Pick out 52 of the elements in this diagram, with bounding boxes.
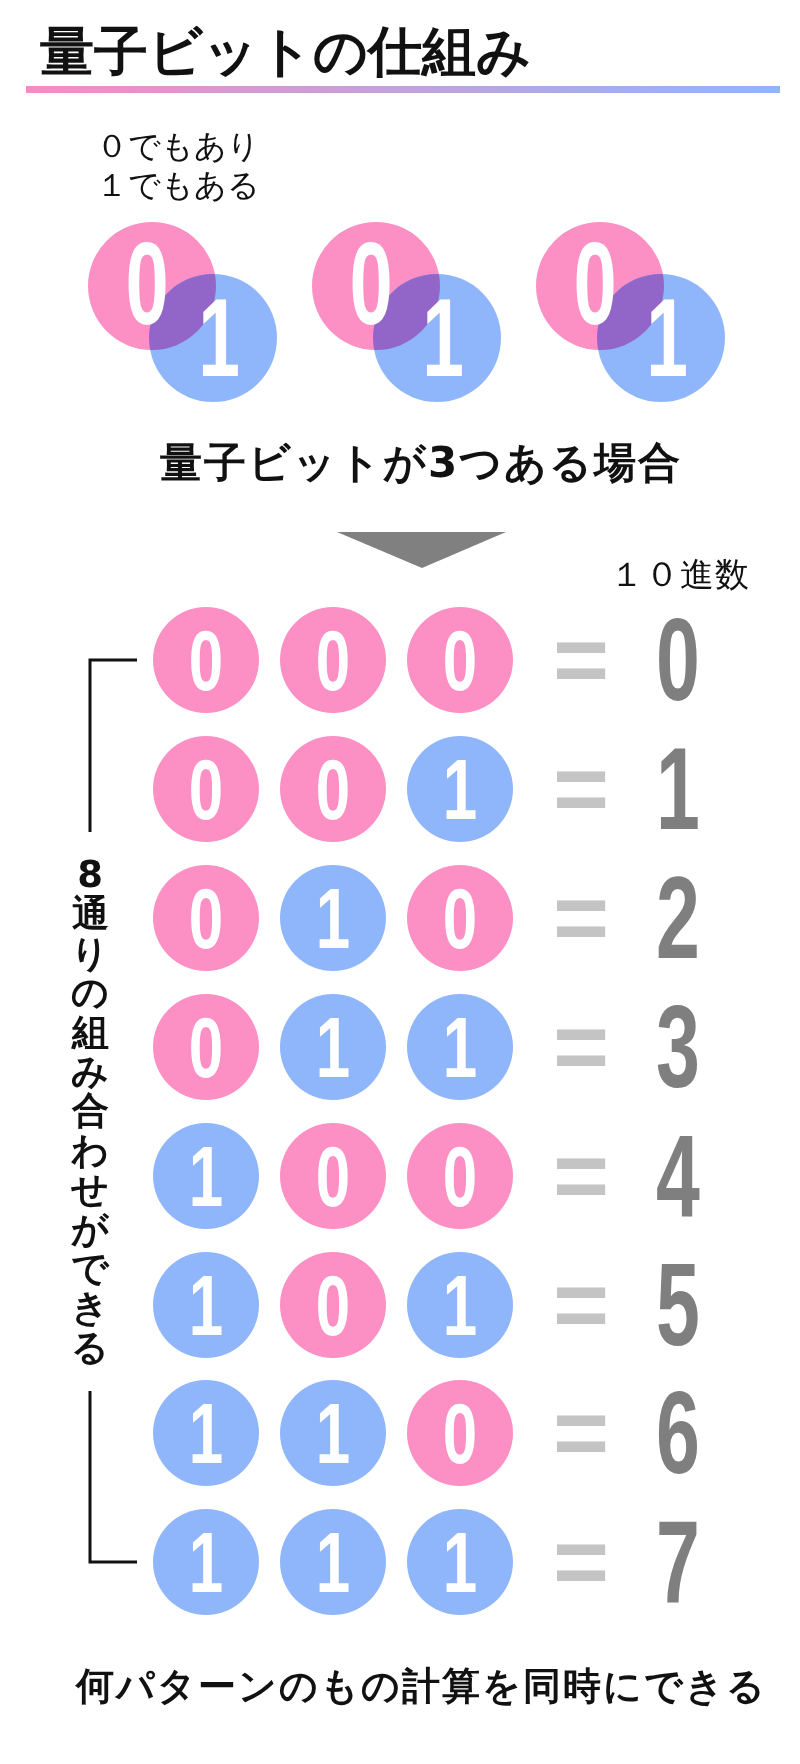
bit-digit: 0 (188, 883, 224, 953)
bit-digit: 1 (315, 883, 351, 953)
bit-digit: 1 (442, 1270, 478, 1339)
bracket-label: 8通りの組み合わせができる (70, 855, 110, 1368)
subtitle: 量子ビットが3つある場合 (159, 442, 683, 484)
bit-digit: 0 (315, 754, 351, 824)
bit-digit: 0 (442, 625, 478, 695)
bit-digit: 0 (125, 237, 169, 331)
caption: 何パターンのもの計算を同時にできる (75, 1667, 767, 1705)
equals-sign: = (552, 636, 610, 684)
bit-digit: 1 (315, 1527, 351, 1597)
equals-sign: = (552, 1409, 610, 1458)
bit-digit: 0 (188, 754, 224, 824)
decimal-value: 2 (656, 871, 700, 965)
bit-digit: 1 (646, 293, 688, 383)
bit-digit: 0 (442, 883, 478, 953)
bit-digit: 0 (315, 1141, 351, 1210)
bit-digit: 1 (315, 1012, 351, 1082)
equals-sign: = (552, 1022, 610, 1071)
note-text: ０でもあり１でもある (96, 127, 260, 205)
bit-digit: 0 (442, 1141, 478, 1210)
bit-digit: 0 (188, 625, 224, 695)
bit-digit: 1 (442, 1012, 478, 1082)
decimal-value: 6 (656, 1387, 700, 1480)
decimal-value: 0 (656, 613, 700, 707)
bit-digit: 1 (315, 1399, 351, 1468)
bit-digit: 1 (188, 1270, 224, 1339)
equals-sign: = (552, 1280, 610, 1329)
decimal-value: 1 (656, 742, 700, 836)
bit-digit: 0 (315, 1270, 351, 1339)
decimal-value: 3 (656, 1000, 700, 1094)
bit-digit: 1 (198, 293, 240, 383)
bit-digit: 0 (573, 237, 617, 331)
equals-sign: = (552, 893, 610, 942)
decimal-value: 7 (656, 1515, 700, 1609)
bit-digit: 1 (442, 1527, 478, 1597)
column-header: １０進数 (610, 557, 750, 591)
bit-digit: 1 (188, 1141, 224, 1210)
bit-digit: 1 (442, 754, 478, 824)
decimal-value: 5 (656, 1258, 700, 1351)
equals-sign: = (552, 1151, 610, 1200)
bit-digit: 0 (315, 625, 351, 695)
equals-sign: = (552, 764, 610, 813)
bit-digit: 0 (349, 237, 393, 331)
bit-digit: 1 (422, 293, 464, 383)
bit-digit: 1 (188, 1399, 224, 1468)
decimal-value: 4 (656, 1129, 700, 1222)
bit-digit: 1 (188, 1527, 224, 1597)
bit-digit: 0 (188, 1012, 224, 1082)
title: 量子ビットの仕組み (40, 25, 531, 79)
equals-sign: = (552, 1538, 610, 1587)
bit-digit: 0 (442, 1399, 478, 1468)
